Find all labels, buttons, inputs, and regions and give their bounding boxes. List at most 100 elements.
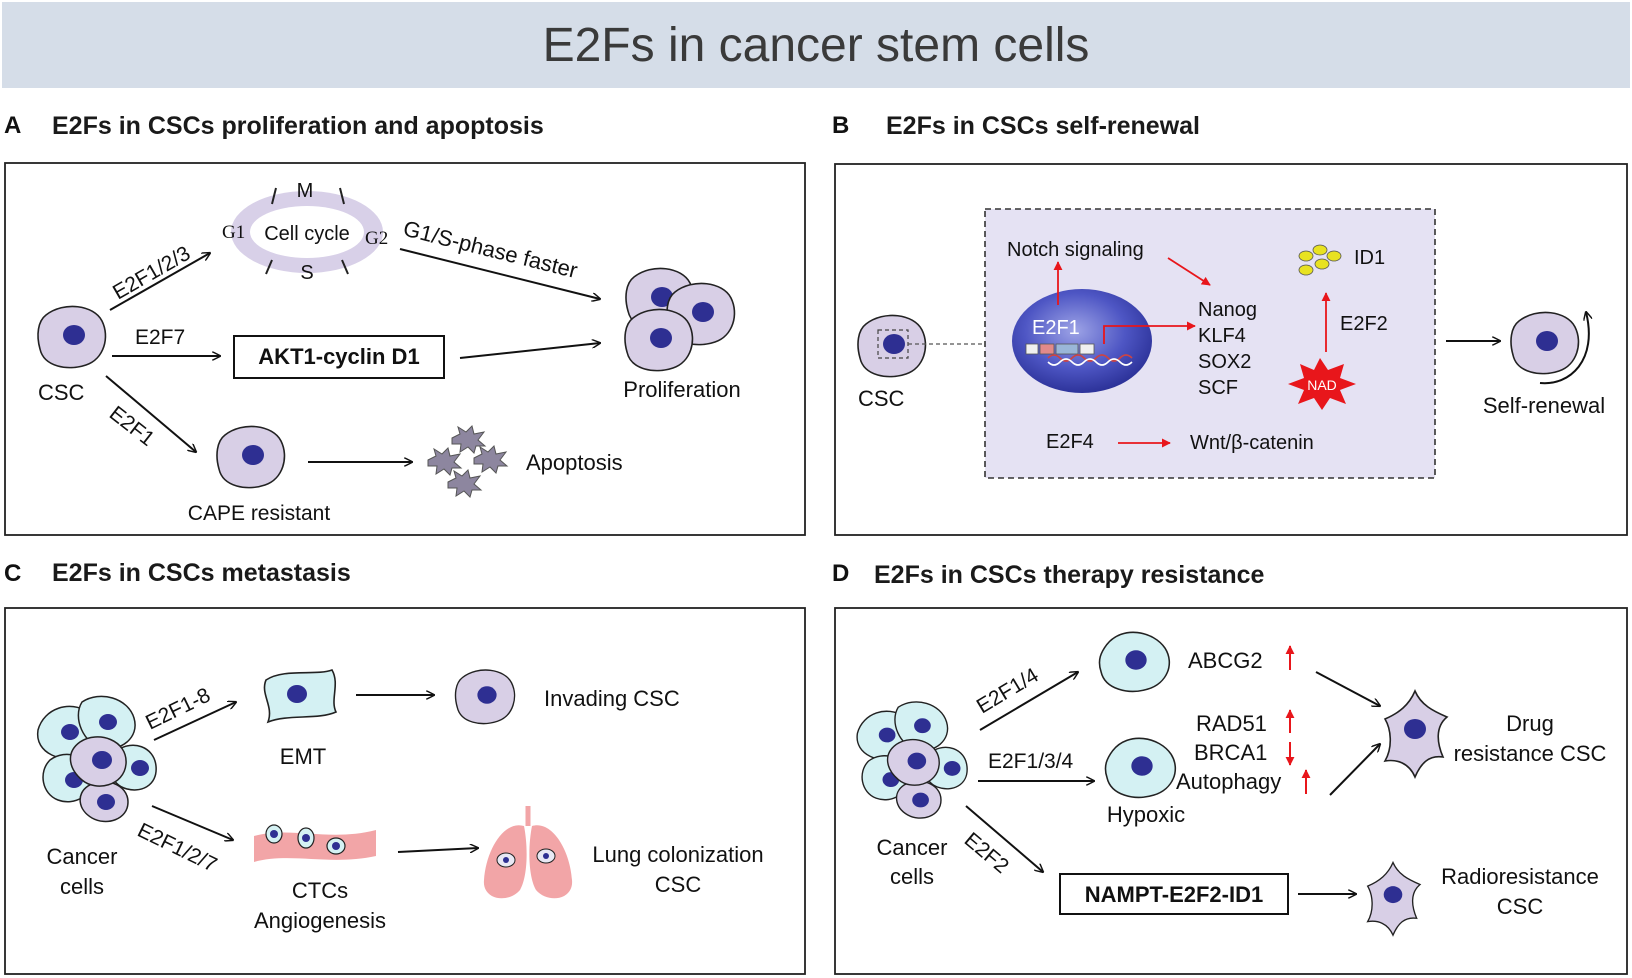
invading-cell-icon <box>454 669 516 725</box>
panel-b-title: E2Fs in CSCs self-renewal <box>886 112 1200 140</box>
e2f14-label: E2F1/4 <box>973 664 1043 719</box>
cape-label: CAPE resistant <box>188 502 331 525</box>
emt-label: EMT <box>280 744 326 769</box>
panel-d-title: E2Fs in CSCs therapy resistance <box>874 561 1265 589</box>
panel-a-label: A <box>4 112 21 139</box>
mechanism-box <box>984 208 1436 479</box>
self-renewal-cell-icon <box>1510 311 1580 375</box>
id1-label: ID1 <box>1354 247 1385 269</box>
e2f123-label: E2F1/2/3 <box>109 242 194 305</box>
cycle-g2-label: G2 <box>365 228 388 249</box>
dna-strand-icon <box>1025 343 1133 366</box>
akt-label: AKT1-cyclin D1 <box>258 344 419 369</box>
abcg2-cell-icon <box>1098 631 1171 693</box>
csc-cell-icon <box>37 305 107 369</box>
panel-b-frame <box>834 163 1628 536</box>
radio-csc-label: CSC <box>1497 894 1544 919</box>
panel-c-frame <box>4 607 806 975</box>
wnt-label: Wnt/β-catenin <box>1190 432 1314 454</box>
cycle-m-label: M <box>297 180 314 202</box>
target-klf4: KLF4 <box>1198 325 1246 347</box>
panel-c-label: C <box>4 560 21 587</box>
abcg2-label: ABCG2 <box>1188 648 1263 673</box>
nad-burst-icon <box>1288 358 1356 410</box>
cells-label-c: cells <box>60 874 104 899</box>
ctc-cells-icon <box>265 824 346 855</box>
invading-label: Invading CSC <box>544 686 680 711</box>
hypoxic-label: Hypoxic <box>1107 802 1185 827</box>
arrow-lung <box>397 848 478 853</box>
figure-title: E2Fs in cancer stem cells <box>542 19 1090 72</box>
e2f18-label: E2F1-8 <box>142 684 214 735</box>
self-renewal-label: Self-renewal <box>1483 393 1605 418</box>
arrow-abcg2-drug <box>1315 671 1380 706</box>
notch-label: Notch signaling <box>1007 239 1144 261</box>
angiogenesis-label: Angiogenesis <box>254 908 386 933</box>
arrow-e2f123 <box>109 253 210 311</box>
panel-a-title: E2Fs in CSCs proliferation and apoptosis <box>52 112 544 140</box>
drug-label: Drug <box>1506 711 1554 736</box>
lung-csc-label: CSC <box>655 872 702 897</box>
arrow-akt-prolif <box>459 343 600 359</box>
hypoxic-cell-icon <box>1104 737 1177 799</box>
title-band: E2Fs in cancer stem cells <box>2 2 1630 88</box>
e2f127-label: E2F1/2/7 <box>134 819 221 877</box>
arrow-g1s-faster <box>399 248 600 299</box>
panel-a-frame <box>4 162 806 536</box>
cancer-cell-cluster-icon <box>36 695 157 823</box>
arrow-e2f2-d <box>965 805 1043 872</box>
lung-colonization-label: Lung colonization <box>592 842 763 867</box>
cells-label-d: cells <box>890 864 934 889</box>
e2f4-label: E2F4 <box>1046 431 1094 453</box>
brca1-label: BRCA1 <box>1194 740 1267 765</box>
panel-d-label: D <box>832 560 849 587</box>
nampt-box <box>1059 873 1289 915</box>
e2f7-label: E2F7 <box>135 326 185 349</box>
nampt-label: NAMPT-E2F2-ID1 <box>1085 882 1263 907</box>
csc-label: CSC <box>38 380 85 405</box>
panel-b: B E2Fs in CSCs self-renewal CSC E2F1 Not… <box>832 112 1628 536</box>
self-renewal-loop-arrow <box>1539 312 1589 385</box>
panel-c: C E2Fs in CSCs metastasis Cancer cells E… <box>4 559 806 975</box>
proliferation-cells-icon <box>624 267 736 372</box>
arrow-hypoxic-drug <box>1329 744 1380 796</box>
e2f1-label: E2F1 <box>105 402 159 451</box>
blood-vessel-icon <box>254 830 376 862</box>
lung-icon <box>483 806 573 899</box>
panel-d-frame <box>834 607 1628 975</box>
apoptotic-fragments-icon <box>427 425 508 498</box>
cycle-g1-label: G1 <box>222 222 245 243</box>
panel-b-label: B <box>832 112 849 139</box>
cancer-label-c: Cancer <box>47 844 118 869</box>
id1-protein-icon <box>1298 244 1342 276</box>
drug-resistance-label: resistance CSC <box>1454 741 1607 766</box>
e2f134-label: E2F1/3/4 <box>988 750 1074 773</box>
target-nanog: Nanog <box>1198 299 1257 321</box>
emt-nucleus <box>287 685 307 703</box>
proliferation-label: Proliferation <box>623 377 740 402</box>
target-scf: SCF <box>1198 377 1238 399</box>
cycle-center-label: Cell cycle <box>264 223 350 245</box>
cape-cell-icon <box>216 425 286 489</box>
cancer-label-d: Cancer <box>877 835 948 860</box>
e2f2-label-d: E2F2 <box>960 828 1013 878</box>
arrow-e2f127 <box>151 805 233 840</box>
arrow-e2f18 <box>153 702 236 741</box>
arrow-e2f1-targets <box>1103 321 1196 344</box>
e2f1-nucleus-label: E2F1 <box>1032 317 1080 339</box>
target-sox2: SOX2 <box>1198 351 1251 373</box>
cycle-s-label: S <box>300 262 313 284</box>
panel-a: A E2Fs in CSCs proliferation and apoptos… <box>4 112 806 536</box>
e2f2-label: E2F2 <box>1340 313 1388 335</box>
arrow-notch-targets <box>1167 257 1211 286</box>
arrow-e2f1 <box>105 375 196 452</box>
apoptosis-label: Apoptosis <box>526 450 623 475</box>
ctcs-label: CTCs <box>292 878 348 903</box>
nad-label: NAD <box>1307 377 1337 393</box>
radioresistance-cell-icon <box>1366 861 1421 936</box>
cell-cycle-ring <box>231 187 383 275</box>
g1s-faster-label: G1/S-phase faster <box>401 216 580 283</box>
rad51-label: RAD51 <box>1196 711 1267 736</box>
